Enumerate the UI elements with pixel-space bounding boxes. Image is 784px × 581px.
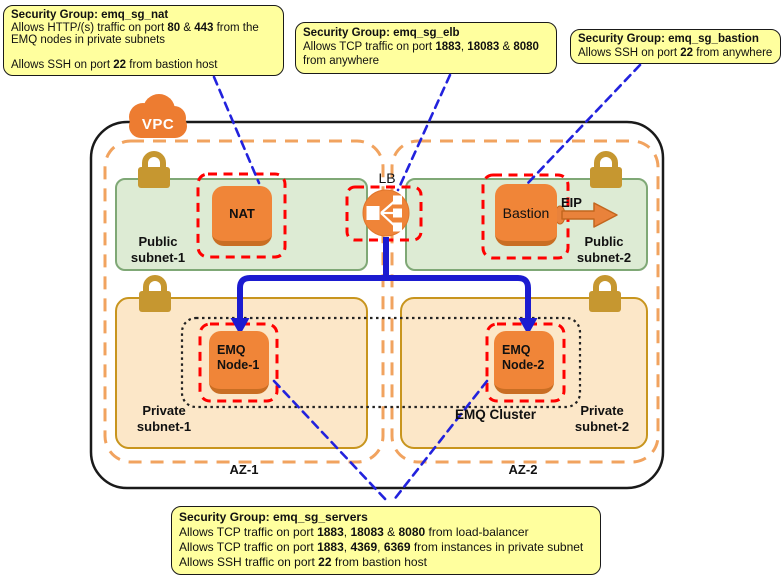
callout-title: Security Group: emq_sg_bastion	[578, 33, 759, 45]
vpc-label: VPC	[141, 116, 175, 133]
sg-border-emq-node-1	[198, 322, 279, 403]
subnet-label: Private subnet-2	[574, 403, 630, 434]
nat-label: NAT	[229, 206, 255, 221]
load-balancer-icon	[362, 189, 410, 237]
bastion-node: Bastion	[495, 184, 557, 246]
lb-label: LB	[378, 170, 396, 186]
lock-icon	[139, 275, 171, 312]
vpc-cloud-icon	[129, 94, 187, 138]
callout-line: Allows SSH on port 22 from bastion host	[11, 59, 218, 72]
arrowhead-node-1	[230, 318, 250, 335]
lb-to-nodes-arrow	[237, 237, 531, 320]
callout-title: Security Group: emq_sg_nat	[11, 9, 169, 21]
lock-icon	[138, 151, 170, 188]
emq-node-2: EMQ Node-2	[494, 331, 554, 394]
emq-cluster-label: EMQ Cluster	[455, 407, 537, 422]
sg-border-emq-node-2	[485, 322, 566, 403]
callout-line: Allows TCP traffic on port 1883, 4369, 6…	[179, 540, 584, 554]
az-2-boundary	[390, 139, 660, 464]
subnet-label: Private subnet-1	[136, 403, 192, 434]
subnet-label: Public subnet-1	[130, 234, 186, 265]
connector-servers-callout-right	[391, 379, 489, 503]
emq-cluster-border	[180, 316, 582, 409]
callout-line: Allows SSH traffic on port 22 from basti…	[179, 555, 427, 569]
eip-label: EIP	[561, 195, 582, 210]
sg-border-nat	[196, 172, 287, 259]
sg-border-lb	[345, 185, 423, 242]
az-1-boundary	[103, 139, 385, 464]
callout-line: Allows SSH on port 22 from anywhere	[578, 46, 773, 59]
callout-line: Allows TCP traffic on port 1883, 18083 &…	[179, 525, 529, 539]
emq-node-1: EMQ Node-1	[209, 331, 269, 394]
callout-line: Allows HTTP/(s) traffic on port 80 & 443…	[11, 21, 259, 47]
connector-nat-callout	[212, 75, 261, 185]
az-1-label: AZ-1	[229, 462, 259, 477]
arrowhead-node-2	[518, 318, 538, 335]
callout-title: Security Group: emq_sg_elb	[303, 27, 460, 39]
nat-node: NAT	[212, 186, 272, 246]
az-2-label: AZ-2	[508, 462, 538, 477]
callout-line: Allows TCP traffic on port 1883, 18083 &…	[303, 41, 539, 67]
callout-title: Security Group: emq_sg_servers	[179, 510, 368, 524]
lock-icon	[589, 275, 621, 312]
bastion-label: Bastion	[502, 204, 550, 221]
connector-bastion-callout	[526, 63, 642, 185]
subnet-label: Public subnet-2	[576, 234, 632, 265]
connector-servers-callout-left	[272, 379, 389, 503]
lock-icon	[590, 151, 622, 188]
connector-elb-callout	[396, 73, 452, 192]
